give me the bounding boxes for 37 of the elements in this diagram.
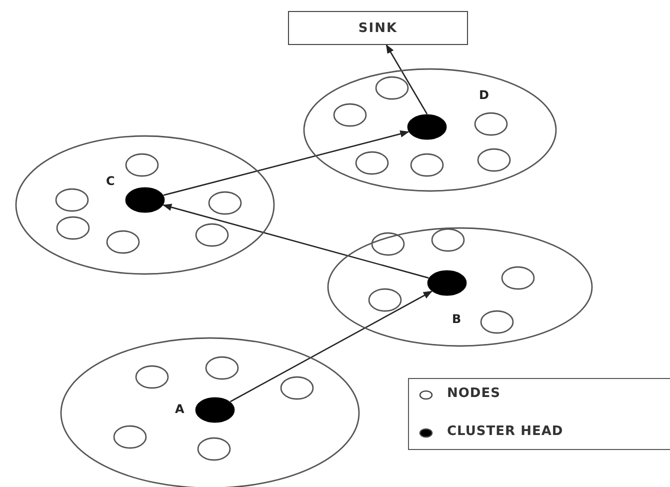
- node-circle: [410, 153, 444, 177]
- node-circle: [375, 76, 409, 100]
- node-circle: [333, 103, 367, 127]
- node-circle: [135, 365, 169, 389]
- cluster-circle: [303, 68, 557, 192]
- node-circle: [368, 288, 402, 312]
- cluster-head-dot: [407, 114, 447, 140]
- node-circle: [205, 356, 239, 380]
- cluster-letter: D: [479, 88, 489, 102]
- node-circle: [501, 266, 535, 290]
- arrow: [230, 290, 432, 402]
- cluster-circle: [327, 227, 593, 347]
- cluster-letter: A: [175, 402, 184, 416]
- node-circle: [125, 153, 159, 177]
- node-circle: [195, 223, 229, 247]
- arrow: [162, 204, 429, 279]
- node-circle: [371, 232, 405, 256]
- node-circle: [56, 216, 90, 240]
- sink-box: SINK: [288, 11, 468, 45]
- node-circle: [355, 151, 389, 175]
- cluster-letter: C: [106, 174, 115, 188]
- node-circle: [477, 148, 511, 172]
- node-circle: [280, 376, 314, 400]
- cluster-circle: [15, 135, 275, 275]
- node-circle: [480, 310, 514, 334]
- node-circle: [113, 425, 147, 449]
- legend-label: NODES: [447, 386, 500, 401]
- legend-label: CLUSTER HEAD: [447, 424, 564, 439]
- cluster-letter: B: [452, 312, 462, 326]
- arrow: [386, 44, 428, 114]
- node-circle: [55, 188, 89, 212]
- node-circle: [106, 230, 140, 254]
- node-circle: [474, 112, 508, 136]
- node-circle: [197, 437, 231, 461]
- arrow: [163, 130, 410, 196]
- node-circle: [208, 191, 242, 215]
- node-circle: [431, 228, 465, 252]
